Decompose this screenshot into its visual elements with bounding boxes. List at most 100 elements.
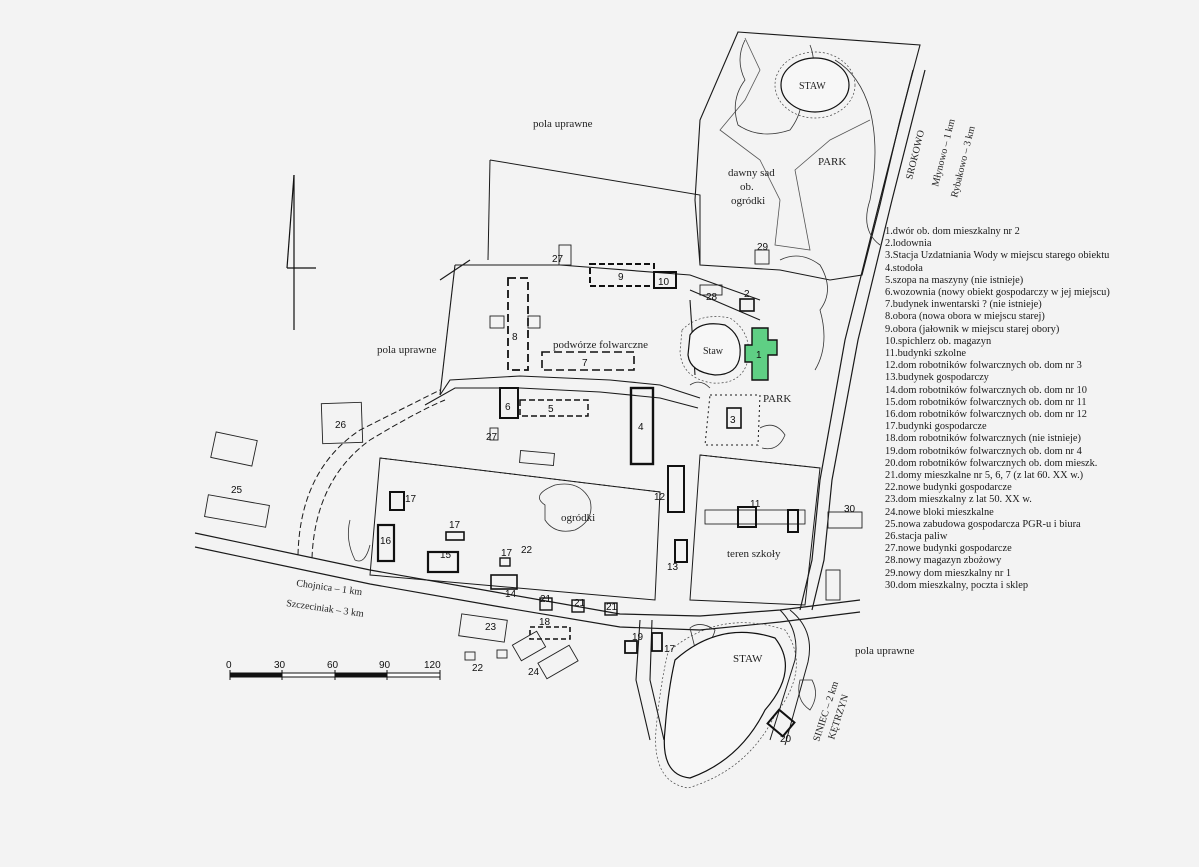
legend-item: 10.spichlerz ob. magazyn xyxy=(885,335,992,347)
legend-item: 12.dom robotników folwarcznych ob. dom n… xyxy=(885,360,1082,372)
building-17c xyxy=(499,557,511,567)
label-gardens: ogródki xyxy=(561,512,595,524)
orchard-boundary xyxy=(719,37,871,251)
num-4: 4 xyxy=(638,422,644,433)
legend-item: 28.nowy magazyn zbożowy xyxy=(885,555,1002,567)
building-12 xyxy=(667,465,685,513)
legend-item: 20.dom robotników folwarcznych ob. dom m… xyxy=(885,457,1098,469)
footpath-curve-inner xyxy=(311,399,446,559)
num-21c: 21 xyxy=(606,602,618,613)
building-21c xyxy=(604,602,618,616)
num-20: 20 xyxy=(780,734,792,745)
legend-item: 18.dom robotników folwarcznych (nie istn… xyxy=(885,433,1081,445)
road-south-east xyxy=(769,609,797,741)
school-fence xyxy=(689,454,821,606)
legend-item: 3.Stacja Uzdatniania Wody w miejscu star… xyxy=(885,250,1110,262)
num-21b: 21 xyxy=(574,598,586,609)
num-3: 3 xyxy=(730,415,736,426)
num-25: 25 xyxy=(231,485,243,496)
building-8 xyxy=(507,277,529,371)
new-buildings xyxy=(204,244,863,680)
scale-tick-90: 90 xyxy=(379,660,391,671)
num-27b: 27 xyxy=(486,432,498,443)
label-fields-right: pola uprawne xyxy=(855,645,915,657)
building-17d xyxy=(651,632,663,652)
legend-item: 5.szopa na maszyny (nie istnieje) xyxy=(885,274,1024,286)
num-17d: 17 xyxy=(664,644,676,655)
num-30: 30 xyxy=(844,504,856,515)
bottom-pond xyxy=(655,622,797,789)
building-7 xyxy=(541,351,635,371)
field-boundary-north xyxy=(489,159,701,265)
legend-item: 26.stacja paliw xyxy=(885,531,948,543)
building-10 xyxy=(653,271,677,289)
building-16 xyxy=(376,523,396,563)
num-2: 2 xyxy=(744,289,750,300)
num-22b: 22 xyxy=(472,663,484,674)
label-fields-top: pola uprawne xyxy=(533,118,593,130)
label-park-top: PARK xyxy=(818,156,846,168)
label-road-szczeciniak: Szczeciniak – 3 km xyxy=(286,598,365,620)
legend-item: 23.dom mieszkalny z lat 50. XX w. xyxy=(885,494,1032,506)
legend-item: 19.dom robotników folwarcznych ob. dom n… xyxy=(885,445,1082,457)
label-school-area: teren szkoły xyxy=(727,548,781,560)
num-22a: 22 xyxy=(521,545,533,556)
building-1-manor xyxy=(744,327,778,381)
num-27a: 27 xyxy=(552,254,564,265)
building-19 xyxy=(624,640,638,654)
num-7: 7 xyxy=(582,358,588,369)
legend-item: 1.dwór ob. dom mieszkalny nr 2 xyxy=(885,226,1020,237)
label-road-chojnica: Chojnica – 1 km xyxy=(296,578,363,598)
building-21b xyxy=(571,599,585,613)
scale-tick-0: 0 xyxy=(226,660,232,671)
scale-bar: 0 30 60 90 120 xyxy=(226,660,441,680)
num-13: 13 xyxy=(667,562,679,573)
legend-item: 2.lodownia xyxy=(885,238,932,250)
label-old-orchard-gardens: ogródki xyxy=(731,195,765,207)
num-11: 11 xyxy=(750,499,761,510)
num-21a: 21 xyxy=(540,594,552,605)
legend-item: 4.stodoła xyxy=(885,262,923,274)
num-26: 26 xyxy=(335,420,347,431)
building-14 xyxy=(490,574,518,590)
gardens-fence-dotted xyxy=(379,457,661,493)
building-2 xyxy=(739,298,755,312)
num-10: 10 xyxy=(658,277,670,288)
building-21a xyxy=(539,597,553,611)
legend-item: 30.dom mieszkalny, poczta i sklep xyxy=(885,579,1029,591)
legend-item: 11.budynki szkolne xyxy=(885,348,966,360)
num-28: 28 xyxy=(706,292,718,303)
building-11b xyxy=(787,509,799,533)
num-17a: 17 xyxy=(405,494,417,505)
label-yard: podwórze folwarczne xyxy=(553,339,648,351)
building-3 xyxy=(726,407,742,429)
tree-clusters xyxy=(347,39,881,711)
building-4 xyxy=(629,386,655,466)
legend-item: 22.nowe budynki gospodarcze xyxy=(885,482,1012,494)
num-19: 19 xyxy=(632,632,644,643)
num-17c: 17 xyxy=(501,548,513,559)
building-numbers: 1 2 3 4 5 6 7 8 9 10 11 12 14 15 13 16 1… xyxy=(231,242,856,745)
legend-item: 27.nowe budynki gospodarcze xyxy=(885,543,1012,555)
legend-item: 7.budynek inwentarski ? (nie istnieje) xyxy=(885,299,1042,311)
buildings xyxy=(376,263,806,738)
legend-item: 29.nowy dom mieszkalny nr 1 xyxy=(885,567,1012,579)
num-1: 1 xyxy=(756,350,762,361)
field-boundary-west xyxy=(487,159,491,261)
num-23: 23 xyxy=(485,622,497,633)
legend-item: 6.wozownia (nowy obiekt gospodarczy w je… xyxy=(885,287,1110,299)
legend-item: 24.nowe bloki mieszkalne xyxy=(885,506,994,518)
num-29: 29 xyxy=(757,242,769,253)
legend-item: 13.budynek gospodarczy xyxy=(885,372,989,384)
building-15 xyxy=(426,550,460,574)
num-6: 6 xyxy=(505,402,511,413)
label-pond-mid: Staw xyxy=(703,346,724,357)
legend-item: 9.obora (jałownik w miejscu starej obory… xyxy=(885,323,1060,335)
legend-item: 8.obora (nowa obora w miejscu starej) xyxy=(885,311,1045,323)
legend-item: 25.nowa zabudowa gospodarcza PGR-u i biu… xyxy=(885,518,1081,530)
num-14: 14 xyxy=(505,589,517,600)
main-road-north xyxy=(799,69,926,611)
num-9: 9 xyxy=(618,272,624,283)
